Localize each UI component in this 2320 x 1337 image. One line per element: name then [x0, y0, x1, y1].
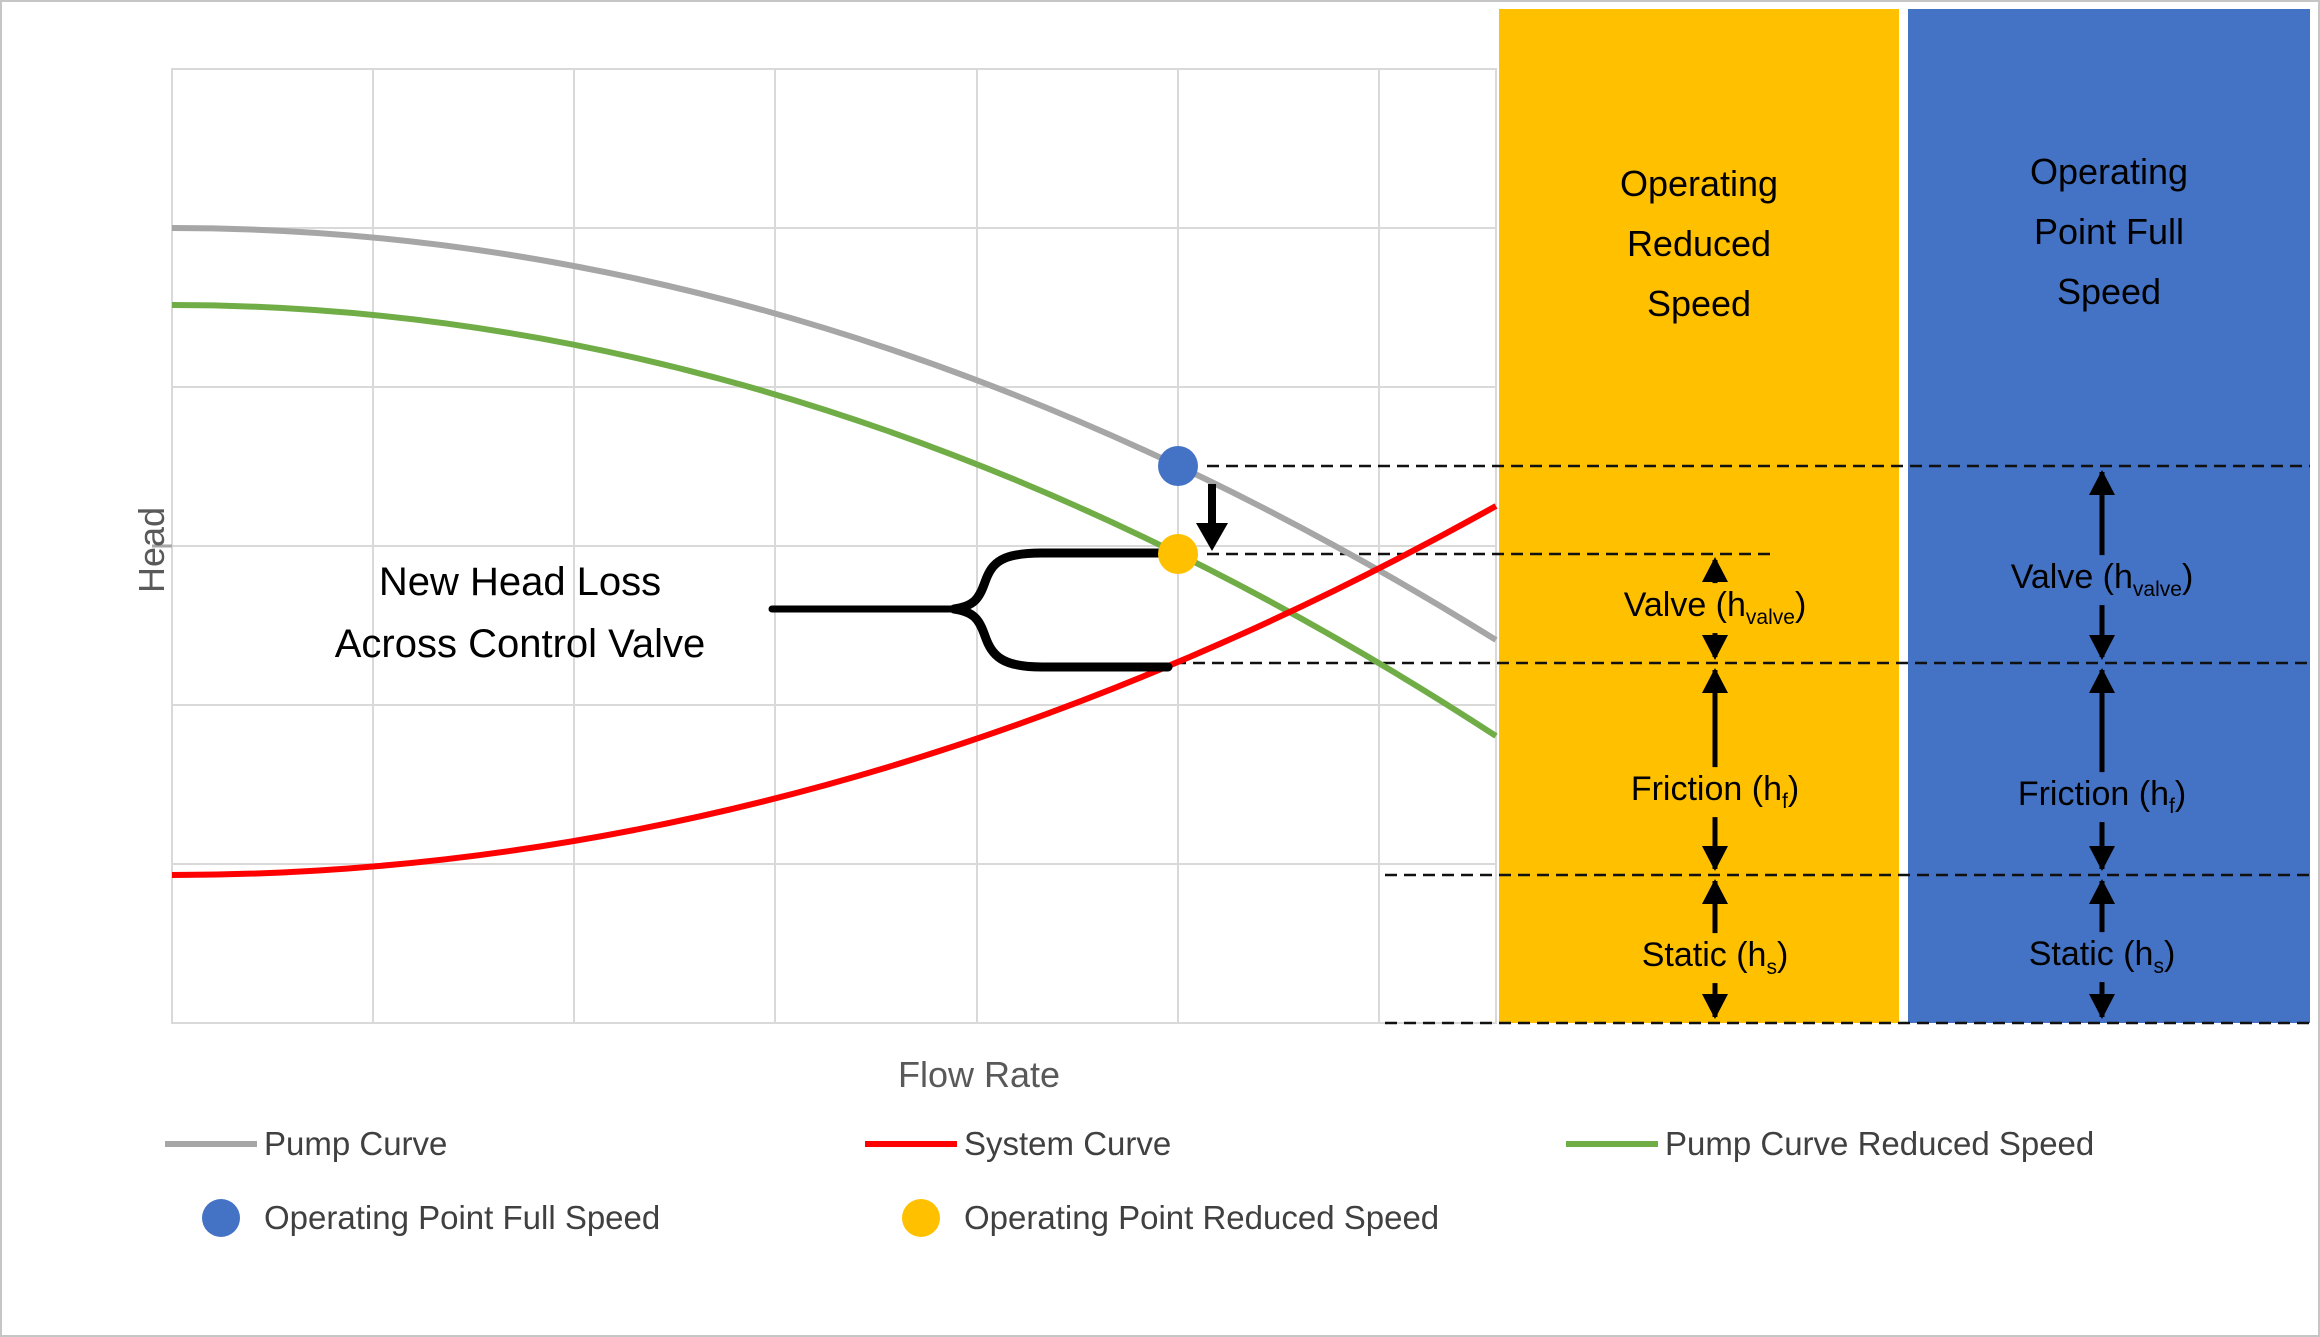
- head-loss-annotation: New Head Loss Across Control Valve: [300, 551, 740, 675]
- legend-label: System Curve: [964, 1125, 1172, 1162]
- full-friction-arrow: [2089, 668, 2115, 871]
- head-loss-annotation-line2: Across Control Valve: [334, 622, 706, 666]
- reduced-valve-label: Valve (hvalve): [1613, 583, 1817, 633]
- pump-curve-reduced-speed: [171, 302, 1498, 739]
- legend-label: Pump Curve Reduced Speed: [1665, 1125, 2095, 1162]
- head-loss-annotation-line1: New Head Loss: [378, 560, 662, 604]
- reduced-friction-label: Friction (hf): [1620, 767, 1810, 817]
- reduced-band-title: Operating Reduced Speed: [1499, 154, 1899, 334]
- dashed-reference-lines: [1174, 464, 2310, 1025]
- full-band-title: Operating Point Full Speed: [1908, 142, 2310, 322]
- full-band-title-line3: Speed: [2056, 271, 2162, 312]
- legend-item-operating-point-full: Operating Point Full Speed: [165, 1198, 660, 1238]
- pump-curve: [171, 225, 1498, 643]
- full-friction-label: Friction (hf): [2007, 772, 2197, 822]
- operating-point-reduced-speed-dot: [1158, 534, 1198, 574]
- legend-label: Operating Point Full Speed: [264, 1199, 661, 1236]
- full-static-label: Static (hs): [2018, 932, 2186, 982]
- full-valve-label: Valve (hvalve): [2000, 555, 2204, 605]
- operating-point-full-speed-dot: [1158, 446, 1198, 486]
- band-operating-reduced-speed: [1499, 9, 1899, 1023]
- legend-item-pump-curve: Pump Curve: [165, 1124, 447, 1164]
- system-curve-swatch-icon: [865, 1141, 957, 1147]
- legend-item-system-curve: System Curve: [865, 1124, 1171, 1164]
- curly-brace: [949, 548, 1173, 672]
- pump-curve-reduced-swatch-icon: [1566, 1141, 1658, 1147]
- system-curve: [171, 503, 1498, 878]
- reduced-band-title-line3: Speed: [1646, 283, 1752, 324]
- speed-reduction-arrow: [1196, 484, 1228, 551]
- x-axis-label: Flow Rate: [897, 1054, 1061, 1095]
- legend-item-pump-curve-reduced: Pump Curve Reduced Speed: [1566, 1124, 2094, 1164]
- full-band-title-line1: Operating: [2029, 151, 2189, 192]
- pump-curve-swatch-icon: [165, 1141, 257, 1147]
- reduced-speed-point-swatch-icon: [902, 1199, 940, 1237]
- full-band-title-line2: Point Full: [2033, 211, 2185, 252]
- reduced-static-label: Static (hs): [1631, 933, 1799, 983]
- full-speed-point-swatch-icon: [202, 1199, 240, 1237]
- head-loss-brace: [768, 548, 1173, 672]
- legend-item-operating-point-reduced: Operating Point Reduced Speed: [865, 1198, 1439, 1238]
- plot-gridlines: [171, 68, 1497, 1024]
- legend-label: Operating Point Reduced Speed: [964, 1199, 1440, 1236]
- y-axis-label: Head: [131, 506, 172, 594]
- reduced-band-title-line2: Reduced: [1626, 223, 1772, 264]
- legend-label: Pump Curve: [264, 1125, 448, 1162]
- reduced-band-title-line1: Operating: [1619, 163, 1779, 204]
